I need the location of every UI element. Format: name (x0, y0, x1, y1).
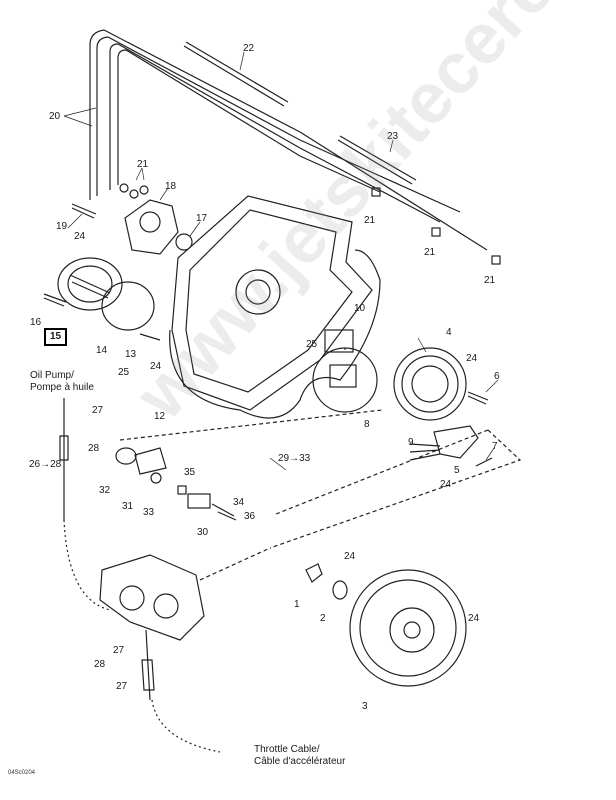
clamp-21a (371, 187, 381, 197)
callout-21-d: 21 (484, 275, 496, 286)
o-ring-17 (175, 233, 193, 251)
callout-6: 6 (494, 371, 500, 382)
callout-4: 4 (446, 327, 452, 338)
callout-19: 19 (56, 221, 68, 232)
callout-8: 8 (364, 419, 370, 430)
clamp-21c (491, 255, 501, 265)
hose-20b (96, 36, 461, 213)
housing-31 (134, 447, 167, 475)
callout-5: 5 (454, 465, 460, 476)
housing-gasket (169, 249, 381, 419)
callout-24-13: 24 (150, 361, 162, 372)
callout-24-3: 24 (468, 613, 480, 624)
oil-pump-label-en: Oil Pump/ (30, 370, 74, 381)
clamp-21b (431, 227, 441, 237)
throttle-cable (145, 629, 151, 701)
callout-13: 13 (125, 349, 137, 360)
callout-27-oil: 27 (92, 405, 104, 416)
sensor-5 (433, 425, 479, 459)
callout-21-top: 21 (137, 159, 149, 170)
callout-24-7: 24 (440, 479, 452, 490)
gasket-14 (101, 281, 155, 331)
callout-21-c: 21 (424, 247, 436, 258)
hose-20c (109, 43, 441, 223)
cover-15 (57, 257, 123, 311)
callout-7: 7 (492, 441, 498, 452)
callout-12: 12 (154, 411, 166, 422)
throttle-cable-note: Throttle Cable/ Câble d'accélérateur (254, 744, 345, 768)
throttle-cable-label-en: Throttle Cable/ (254, 744, 320, 755)
stator-4 (393, 347, 467, 421)
oil-pump-label-fr: Pompe à huile (30, 382, 94, 393)
callout-24-19: 24 (74, 231, 86, 242)
tube-23 (337, 135, 417, 185)
throttle-body (99, 554, 205, 641)
seal-33 (150, 472, 162, 484)
callout-3: 3 (362, 701, 368, 712)
callout-33: 33 (143, 507, 155, 518)
callout-10: 10 (354, 303, 366, 314)
magneto-housing-12 (171, 195, 373, 411)
callout-25-13: 25 (118, 367, 130, 378)
callout-1: 1 (294, 599, 300, 610)
washer-2 (332, 580, 348, 600)
callout-26-28: 26→28 (29, 459, 62, 470)
oil-pump-18 (124, 199, 179, 255)
callout-24-1: 24 (344, 551, 356, 562)
callout-21-b: 21 (364, 215, 376, 226)
seal-32 (115, 447, 137, 465)
callout-20: 20 (49, 111, 61, 122)
callout-18: 18 (165, 181, 177, 192)
callout-9: 9 (408, 437, 414, 448)
callout-32: 32 (99, 485, 111, 496)
flywheel-3 (349, 569, 467, 687)
throttle-cable-label-fr: Câble d'accélérateur (254, 756, 346, 767)
callout-17: 17 (196, 213, 208, 224)
detail-circle (312, 347, 378, 413)
callout-34: 34 (233, 497, 245, 508)
callout-27-throttle-top: 27 (113, 645, 125, 656)
callout-30: 30 (197, 527, 209, 538)
connector-10 (324, 329, 354, 353)
hose-20a (89, 29, 488, 251)
oil-pump-note: Oil Pump/ Pompe à huile (30, 370, 94, 394)
callout-27-throttle-bottom: 27 (116, 681, 128, 692)
switch-30 (187, 493, 211, 509)
callout-15: 15 (44, 328, 68, 346)
callout-36: 36 (244, 511, 256, 522)
callout-2: 2 (320, 613, 326, 624)
callout-35: 35 (184, 467, 196, 478)
callout-22: 22 (243, 43, 255, 54)
nut-1 (305, 563, 323, 583)
hose-20d (117, 49, 381, 193)
callout-24-4: 24 (466, 353, 478, 364)
callout-23: 23 (387, 131, 399, 142)
callout-31: 31 (122, 501, 134, 512)
callout-28-oil: 28 (88, 443, 100, 454)
callout-28-throttle: 28 (94, 659, 106, 670)
callout-29-33: 29→33 (278, 453, 311, 464)
callout-25-10: 25 (306, 339, 318, 350)
figure-code: 04Sc0204 (8, 770, 36, 776)
tube-22 (183, 41, 289, 107)
callout-16: 16 (30, 317, 42, 328)
callout-14: 14 (96, 345, 108, 356)
